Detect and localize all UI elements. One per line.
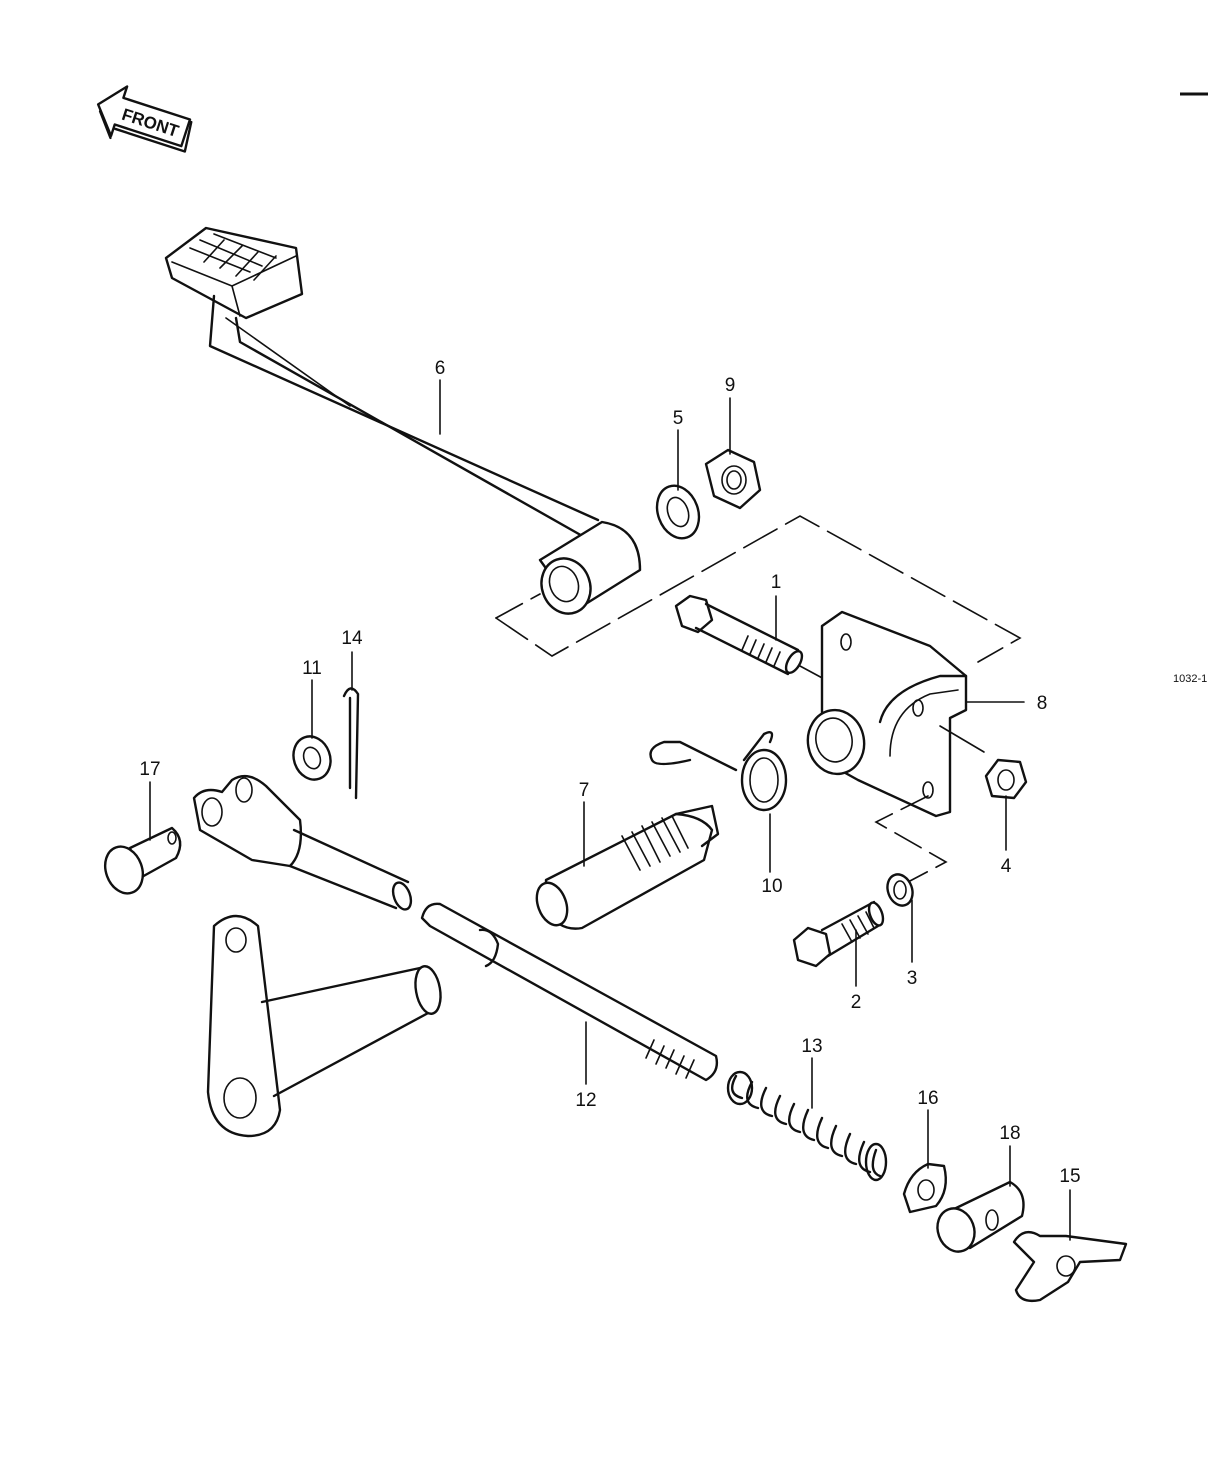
callout-9: 9: [725, 375, 736, 396]
brake-rod-part-12: [420, 902, 719, 1082]
callout-15: 15: [1059, 1166, 1080, 1187]
callout-11: 11: [302, 658, 322, 679]
callout-12: 12: [575, 1090, 596, 1111]
callout-5: 5: [673, 408, 684, 429]
spring-part-13: [726, 1070, 888, 1182]
nut-part-4: [939, 725, 1028, 800]
brake-pedal-part-6: [164, 226, 642, 615]
callout-numbers: 1 2 3 4 5 6 7 8 9 10 11 12 13 14 15 16 1…: [139, 358, 1080, 1187]
callout-14: 14: [341, 628, 363, 649]
bolt-part-2: [792, 900, 885, 968]
lock-washer-part-3: [886, 873, 914, 907]
clevis-joint: [192, 774, 413, 911]
callout-8: 8: [1037, 693, 1048, 714]
callout-13: 13: [801, 1036, 822, 1057]
joint-pin-part-18: [936, 1180, 1025, 1253]
callout-leaders: [149, 379, 1071, 1241]
callout-1: 1: [771, 572, 782, 593]
callout-2: 2: [851, 992, 862, 1013]
callout-6: 6: [435, 358, 446, 379]
callout-16: 16: [917, 1088, 938, 1109]
return-spring-part-10: [649, 731, 788, 812]
pivot-shaft-part-7: [535, 804, 720, 930]
callout-10: 10: [761, 876, 782, 897]
wing-nut-part-15: [1012, 1230, 1128, 1303]
reference-code: 1032-1: [1173, 673, 1207, 685]
lock-nut-part-9: [704, 448, 762, 510]
callout-18: 18: [999, 1123, 1020, 1144]
callout-3: 3: [907, 968, 918, 989]
washer-part-5: [655, 484, 701, 540]
front-direction-arrow: FRONT: [96, 85, 193, 153]
callout-4: 4: [1001, 856, 1012, 877]
brake-arm: [206, 914, 442, 1138]
washer-part-16: [902, 1162, 947, 1214]
cotter-pin-part-14: [342, 687, 360, 800]
washer-part-11: [292, 735, 332, 781]
bracket-part-8: [806, 610, 968, 818]
assembly-guide-lower: [874, 795, 948, 883]
clevis-pin-part-17: [103, 826, 182, 895]
callout-17: 17: [139, 759, 160, 780]
bolt-part-1: [674, 594, 827, 681]
assembly-guide-upper: [495, 515, 1022, 663]
callout-7: 7: [579, 780, 590, 801]
